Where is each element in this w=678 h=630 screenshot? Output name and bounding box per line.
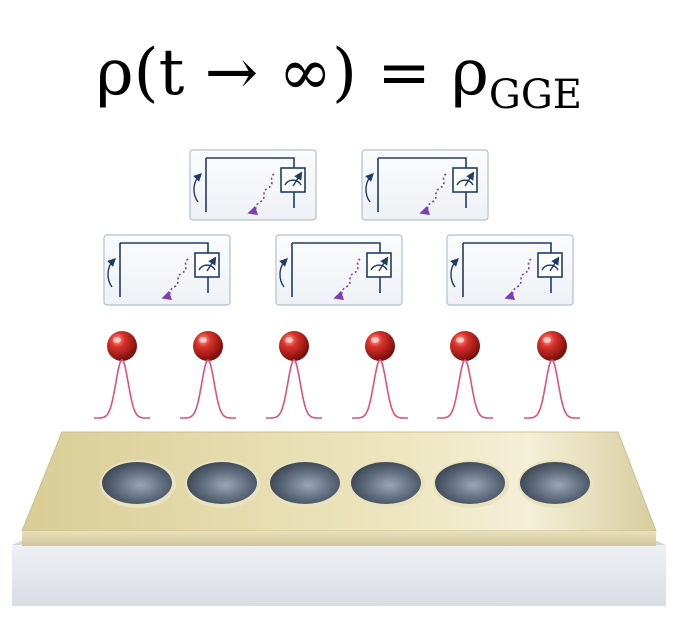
trap-hole	[187, 462, 257, 504]
meter-gauge-icon	[280, 167, 306, 193]
ion-highlight	[543, 337, 551, 343]
circuit-wire	[119, 242, 209, 297]
ion-sphere	[450, 331, 480, 361]
circular-arrow-icon	[279, 258, 288, 288]
circuit-panel	[275, 234, 403, 306]
wavepacket	[437, 358, 493, 419]
dotted-wavy-arrow-icon	[333, 258, 361, 301]
ion-sphere	[365, 331, 395, 361]
circuit-panel	[361, 149, 489, 221]
dotted-wavy-arrow-icon	[161, 258, 189, 301]
ion-highlight	[113, 337, 121, 343]
trap-hole	[351, 462, 421, 504]
dotted-wavy-arrow-icon	[247, 173, 275, 216]
wavepacket	[266, 358, 322, 419]
circuit-wire	[377, 157, 467, 212]
ion-sphere	[107, 331, 137, 361]
meter-gauge-icon	[366, 252, 392, 278]
equation-rhs-subscript: GGE	[488, 72, 582, 118]
ion-highlight	[371, 337, 379, 343]
circular-arrow-icon	[107, 258, 116, 288]
trap-hole	[520, 462, 590, 504]
meter-gauge-icon	[537, 252, 563, 278]
ion-sphere	[193, 331, 223, 361]
equation-lhs: ρ(t → ∞)	[96, 36, 357, 110]
wavepacket	[352, 358, 408, 419]
trap-hole	[102, 462, 172, 504]
substrate-base	[12, 545, 666, 606]
dotted-wavy-arrow-icon	[504, 258, 532, 301]
circuit-wire	[462, 242, 552, 297]
equation-title: ρ(t → ∞) = ρGGE	[0, 18, 678, 128]
circular-arrow-icon	[450, 258, 459, 288]
ion-highlight	[285, 337, 293, 343]
wavepacket	[180, 358, 236, 419]
meter-gauge-icon	[452, 167, 478, 193]
ion-sphere	[537, 331, 567, 361]
circuit-panel	[103, 234, 231, 306]
meter-gauge-icon	[194, 252, 220, 278]
ion-highlight	[456, 337, 464, 343]
trap-hole	[435, 462, 505, 504]
ion-highlight	[199, 337, 207, 343]
wavepacket	[524, 358, 580, 419]
wavepacket	[94, 358, 150, 419]
dotted-wavy-arrow-icon	[419, 173, 447, 216]
circular-arrow-icon	[365, 173, 374, 203]
trap-gold-front	[22, 531, 656, 546]
circuit-wire	[291, 242, 381, 297]
circuit-wire	[205, 157, 295, 212]
equation-rhs-symbol: ρ	[451, 36, 489, 110]
trap-hole	[270, 462, 340, 504]
ion-sphere	[279, 331, 309, 361]
circuit-panel	[189, 149, 317, 221]
circuit-panel	[446, 234, 574, 306]
equation-equals: =	[377, 36, 431, 110]
circular-arrow-icon	[193, 173, 202, 203]
